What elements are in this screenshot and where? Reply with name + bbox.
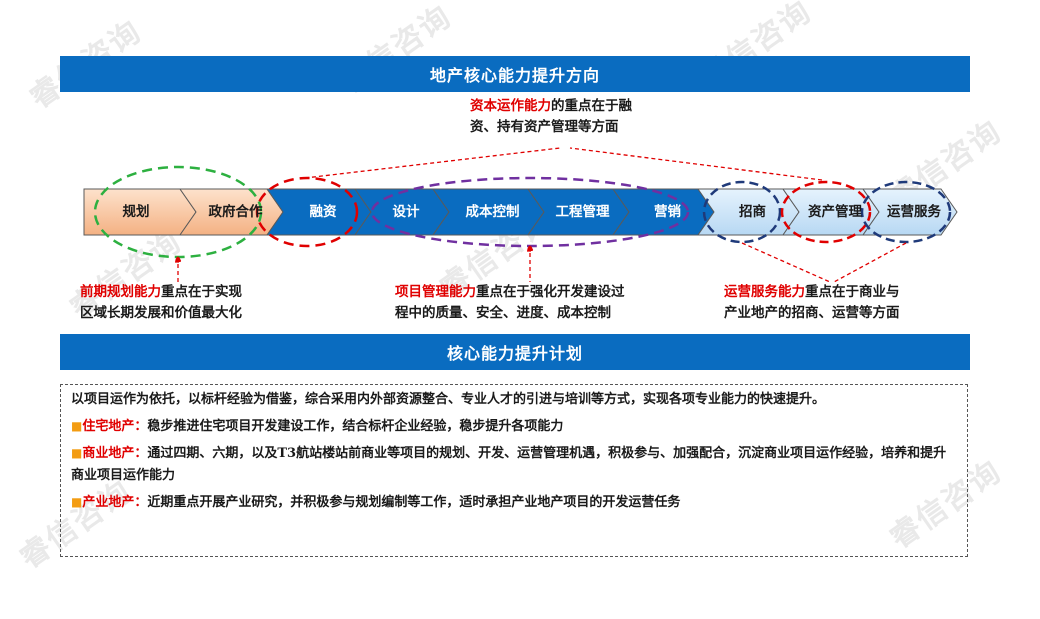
plan-box: 以项目运作为依托，以标杆经验为借鉴，综合采用内外部资源整合、专业人才的引进与培训… (60, 384, 968, 557)
chain-step-label: 资产管理 (808, 204, 862, 220)
banner-top: 地产核心能力提升方向 (60, 56, 970, 92)
note-operation-line2: 产业地产的招商、运营等方面 (724, 305, 900, 321)
chain-step-label: 成本控制 (465, 204, 520, 220)
plan-item-text: 通过四期、六期，以及T3航站楼站前商业等项目的规划、开发、运营管理机遇，积极参与… (71, 446, 947, 483)
note-project-text: 重点在于强化开发建设过 (476, 284, 625, 300)
chain-step-label: 融资 (309, 204, 337, 220)
chain-step-label: 招商 (739, 204, 766, 220)
note-operation-line1: 运营服务能力重点在于商业与 (724, 282, 900, 303)
bullet-square: ■ (71, 419, 83, 433)
note-project-highlight: 项目管理能力 (395, 284, 476, 300)
note-project-line2: 程中的质量、安全、进度、成本控制 (395, 305, 611, 321)
note-capital-highlight: 资本运作能力 (470, 98, 551, 114)
chain-step-label: 政府合作 (208, 204, 263, 220)
bullet-square: ■ (71, 495, 83, 509)
chain-step-label: 规划 (122, 204, 150, 220)
chain-step-label: 设计 (392, 204, 420, 220)
note-planning-text: 重点在于实现 (161, 284, 242, 300)
note-planning: 前期规划能力重点在于实现 区域长期发展和价值最大化 (80, 282, 242, 324)
banner-mid: 核心能力提升计划 (60, 334, 970, 370)
chain-step-label: 工程管理 (555, 204, 610, 220)
note-planning-line2: 区域长期发展和价值最大化 (80, 305, 242, 321)
note-operation: 运营服务能力重点在于商业与 产业地产的招商、运营等方面 (724, 282, 900, 324)
bullet-square: ■ (71, 446, 83, 460)
plan-item-text: 稳步推进住宅项目开发建设工作，结合标杆企业经验，稳步提升各项能力 (147, 419, 564, 434)
connector-capital-right (569, 147, 823, 181)
note-planning-highlight: 前期规划能力 (80, 284, 161, 300)
connector-operation-left (741, 242, 831, 283)
connector-operation-right (833, 242, 907, 283)
plan-item-label: 产业地产： (82, 495, 148, 510)
plan-item-industrial: ■产业地产：近期重点开展产业研究，并积极参与规划编制等工作，适时承担产业地产项目… (71, 491, 957, 514)
banner-mid-title: 核心能力提升计划 (446, 344, 583, 363)
note-planning-line1: 前期规划能力重点在于实现 (80, 282, 242, 303)
chain-step-label: 营销 (654, 204, 681, 220)
note-operation-highlight: 运营服务能力 (724, 284, 805, 300)
note-capital: 资本运作能力的重点在于融 资、持有资产管理等方面 (470, 96, 632, 138)
note-capital-line2: 资、持有资产管理等方面 (470, 119, 619, 135)
note-project-line1: 项目管理能力重点在于强化开发建设过 (395, 282, 625, 303)
plan-item-text: 近期重点开展产业研究，并积极参与规划编制等工作，适时承担产业地产项目的开发运营任… (147, 495, 681, 510)
connector-capital-left (304, 147, 561, 179)
plan-item-label: 商业地产： (82, 446, 148, 461)
watermark: 睿信咨询 (883, 113, 1009, 216)
plan-item-residential: ■住宅地产：稳步推进住宅项目开发建设工作，结合标杆企业经验，稳步提升各项能力 (71, 415, 957, 438)
note-capital-line1: 资本运作能力的重点在于融 (470, 96, 632, 117)
banner-top-title: 地产核心能力提升方向 (429, 66, 600, 85)
note-capital-text: 的重点在于融 (551, 98, 632, 114)
note-operation-text: 重点在于商业与 (805, 284, 900, 300)
plan-intro: 以项目运作为依托，以标杆经验为借鉴，综合采用内外部资源整合、专业人才的引进与培训… (71, 392, 826, 407)
note-project: 项目管理能力重点在于强化开发建设过 程中的质量、安全、进度、成本控制 (395, 282, 625, 324)
chain-step-label: 运营服务 (887, 204, 941, 220)
plan-item-commercial: ■商业地产：通过四期、六期，以及T3航站楼站前商业等项目的规划、开发、运营管理机… (71, 442, 957, 487)
plan-item-label: 住宅地产： (82, 419, 148, 434)
